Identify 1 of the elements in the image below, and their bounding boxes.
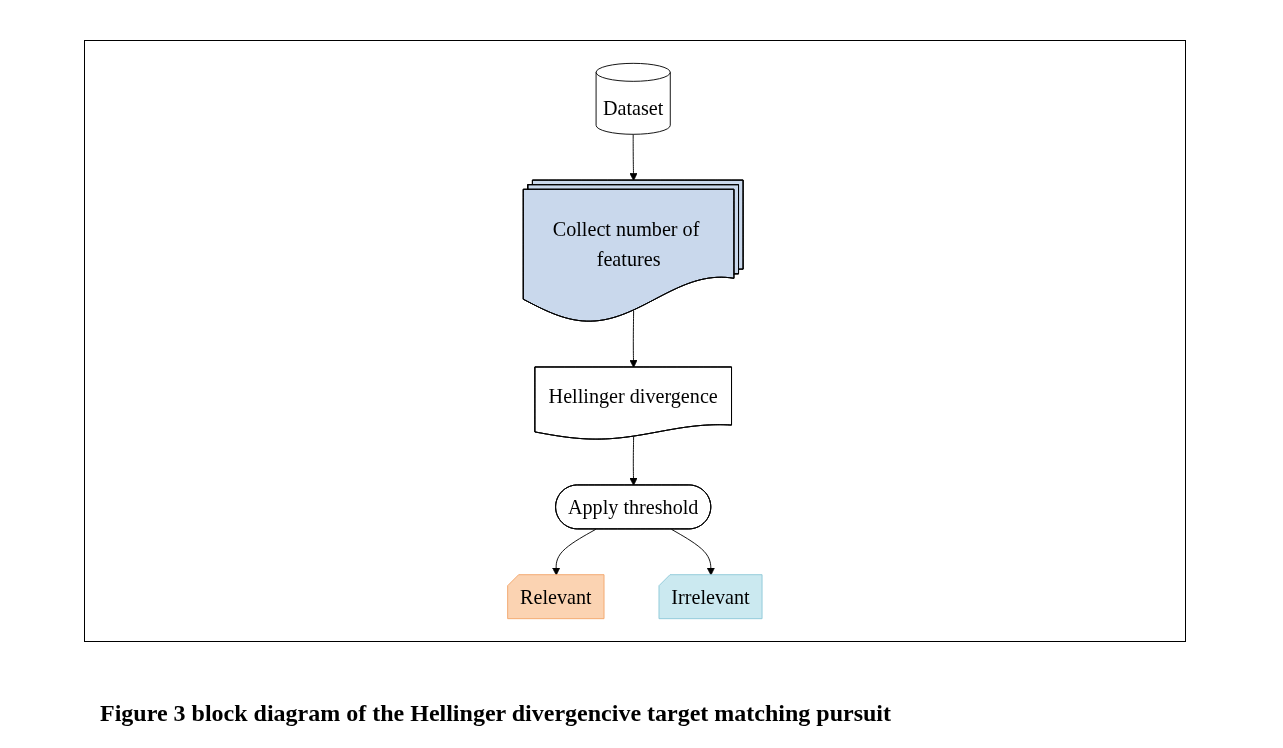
figure-caption: Figure 3 block diagram of the Hellinger divergencive target matching pursuit — [100, 700, 892, 727]
